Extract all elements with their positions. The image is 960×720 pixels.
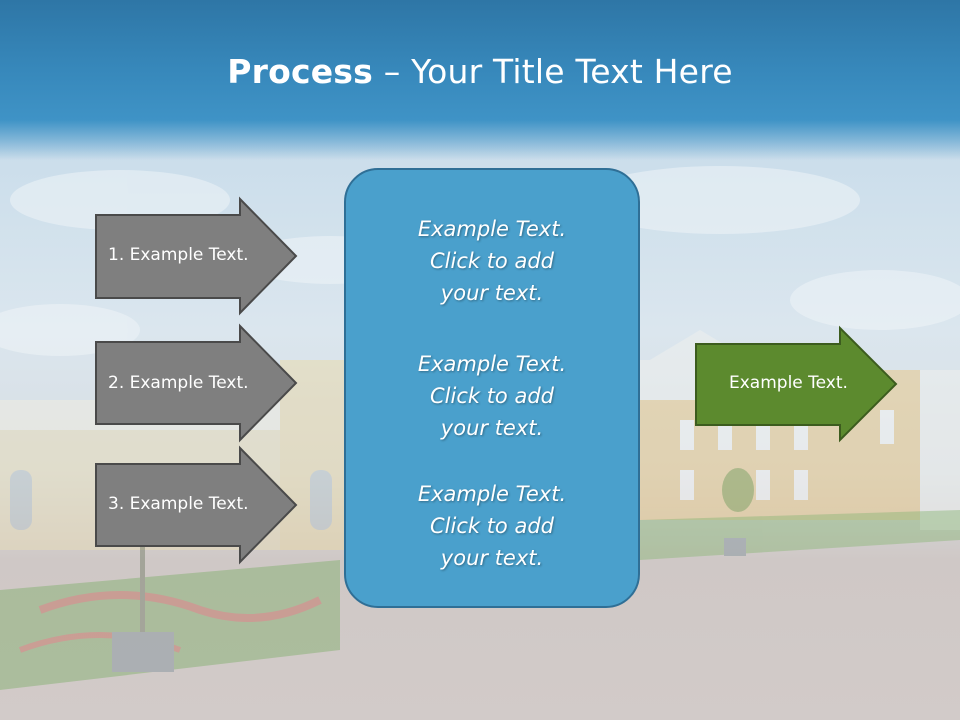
center-text-block-1[interactable]: Example Text. Click to add your text. bbox=[344, 213, 640, 309]
block-2-line-2: Click to add bbox=[429, 384, 554, 408]
title-rest: Your Title Text Here bbox=[411, 52, 733, 91]
block-1-line-1: Example Text. bbox=[417, 217, 567, 241]
title-banner bbox=[0, 0, 960, 160]
step-2-label[interactable]: 2. Example Text. bbox=[108, 373, 249, 393]
block-3-line-1: Example Text. bbox=[417, 482, 567, 506]
block-1-line-3: your text. bbox=[440, 281, 544, 305]
block-2-line-3: your text. bbox=[440, 416, 544, 440]
center-content-box[interactable] bbox=[344, 168, 640, 608]
step-arrow-3 bbox=[95, 445, 298, 565]
step-arrow-2 bbox=[95, 323, 298, 443]
title-bold-word: Process bbox=[227, 52, 373, 91]
step-3-label[interactable]: 3. Example Text. bbox=[108, 494, 249, 514]
title-dash: – bbox=[373, 52, 412, 91]
result-label[interactable]: Example Text. bbox=[729, 373, 848, 393]
block-1-line-2: Click to add bbox=[429, 249, 554, 273]
result-arrow bbox=[695, 325, 898, 443]
block-3-line-3: your text. bbox=[440, 546, 544, 570]
step-1-label[interactable]: 1. Example Text. bbox=[108, 245, 249, 265]
slide-title[interactable]: Process – Your Title Text Here bbox=[0, 52, 960, 91]
block-3-line-2: Click to add bbox=[429, 514, 554, 538]
block-2-line-1: Example Text. bbox=[417, 352, 567, 376]
center-text-block-2[interactable]: Example Text. Click to add your text. bbox=[344, 348, 640, 444]
step-arrow-1 bbox=[95, 196, 298, 316]
center-text-block-3[interactable]: Example Text. Click to add your text. bbox=[344, 478, 640, 574]
